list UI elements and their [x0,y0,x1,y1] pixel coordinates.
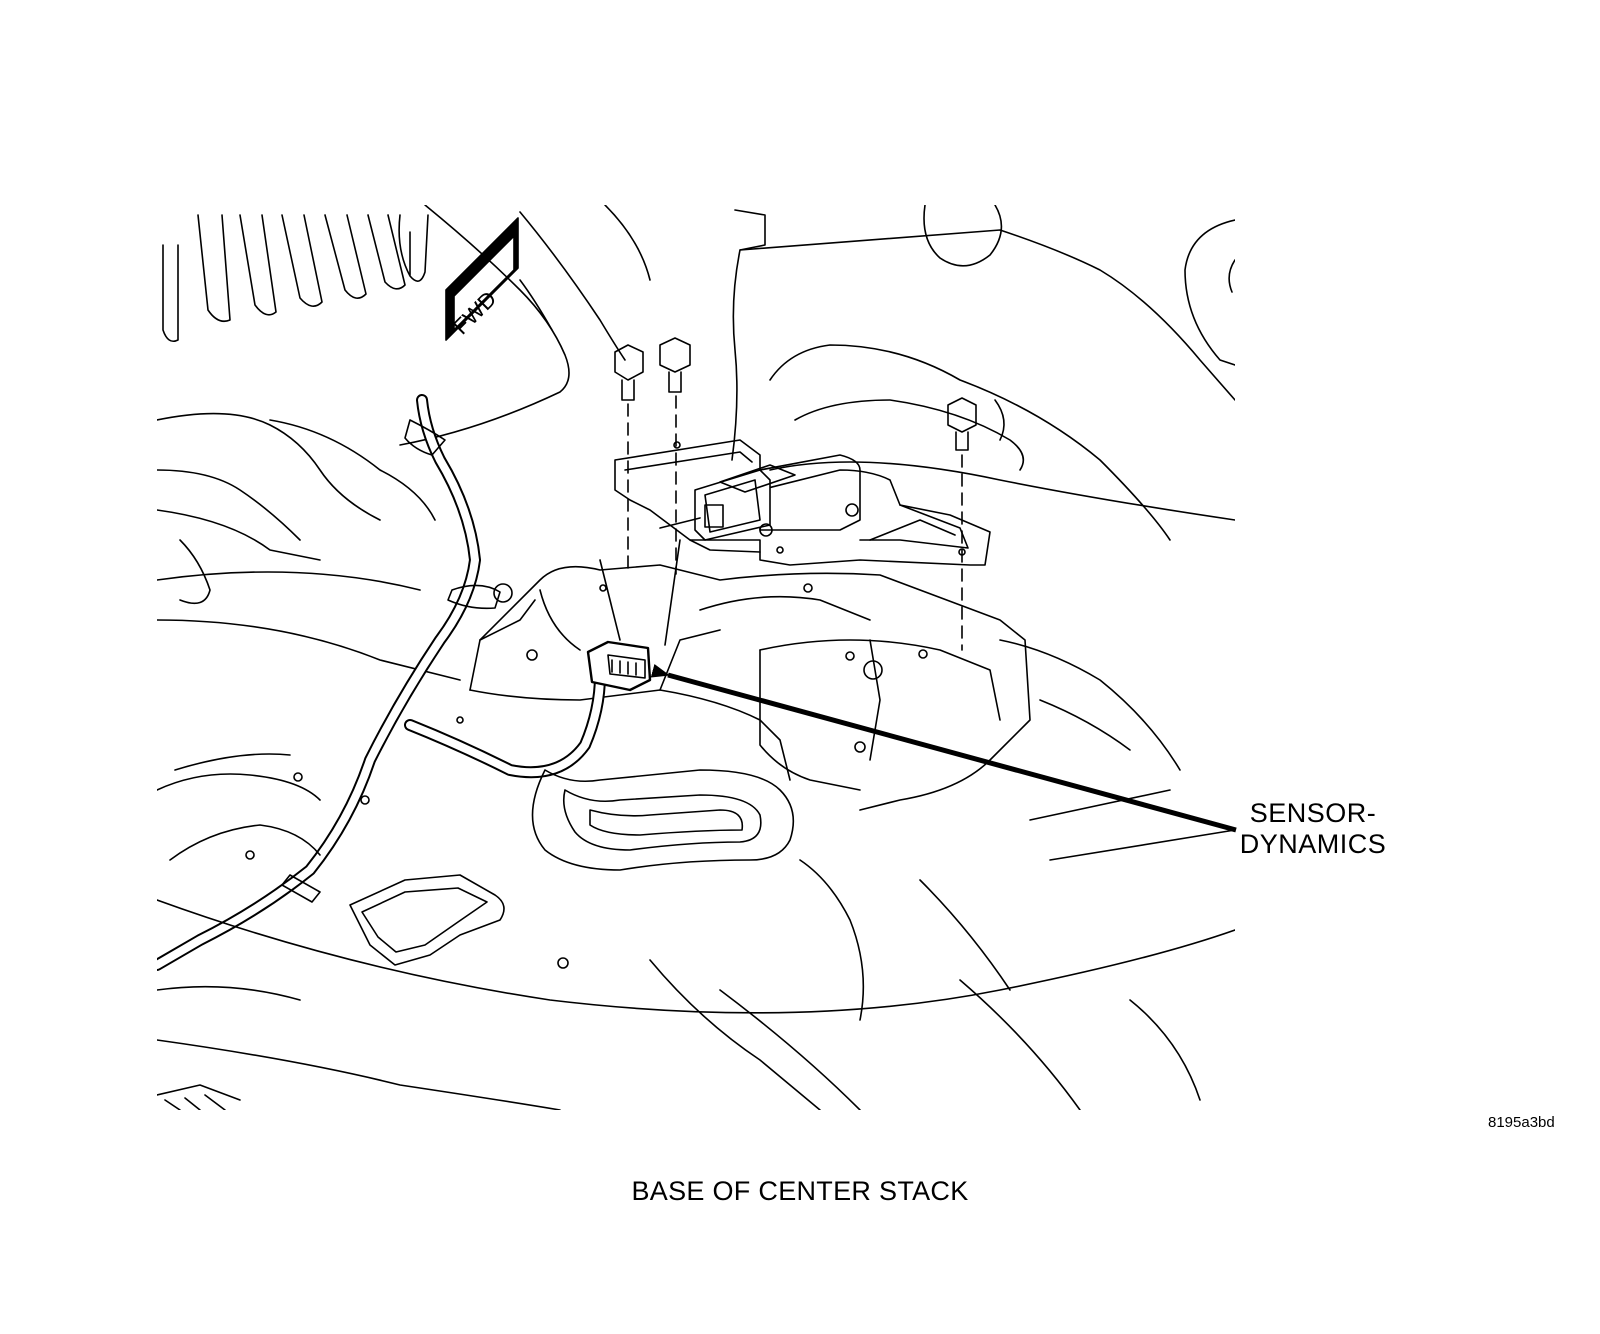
connector [586,640,652,692]
mounting-bolts [614,337,977,651]
callout-arrow [650,664,1237,833]
wire-harness [157,394,606,971]
callout-line-1: SENSOR- [1249,798,1377,828]
figure-caption: BASE OF CENTER STACK [631,1176,969,1206]
callout-line-2: DYNAMICS [1239,829,1387,859]
fwd-direction-tag [445,211,626,361]
vent-louvers [162,214,429,343]
figure-id: 8195a3bd [1488,1114,1555,1131]
callout-label: SENSOR- DYNAMICS [1228,798,1398,860]
sensor-module [614,439,991,566]
